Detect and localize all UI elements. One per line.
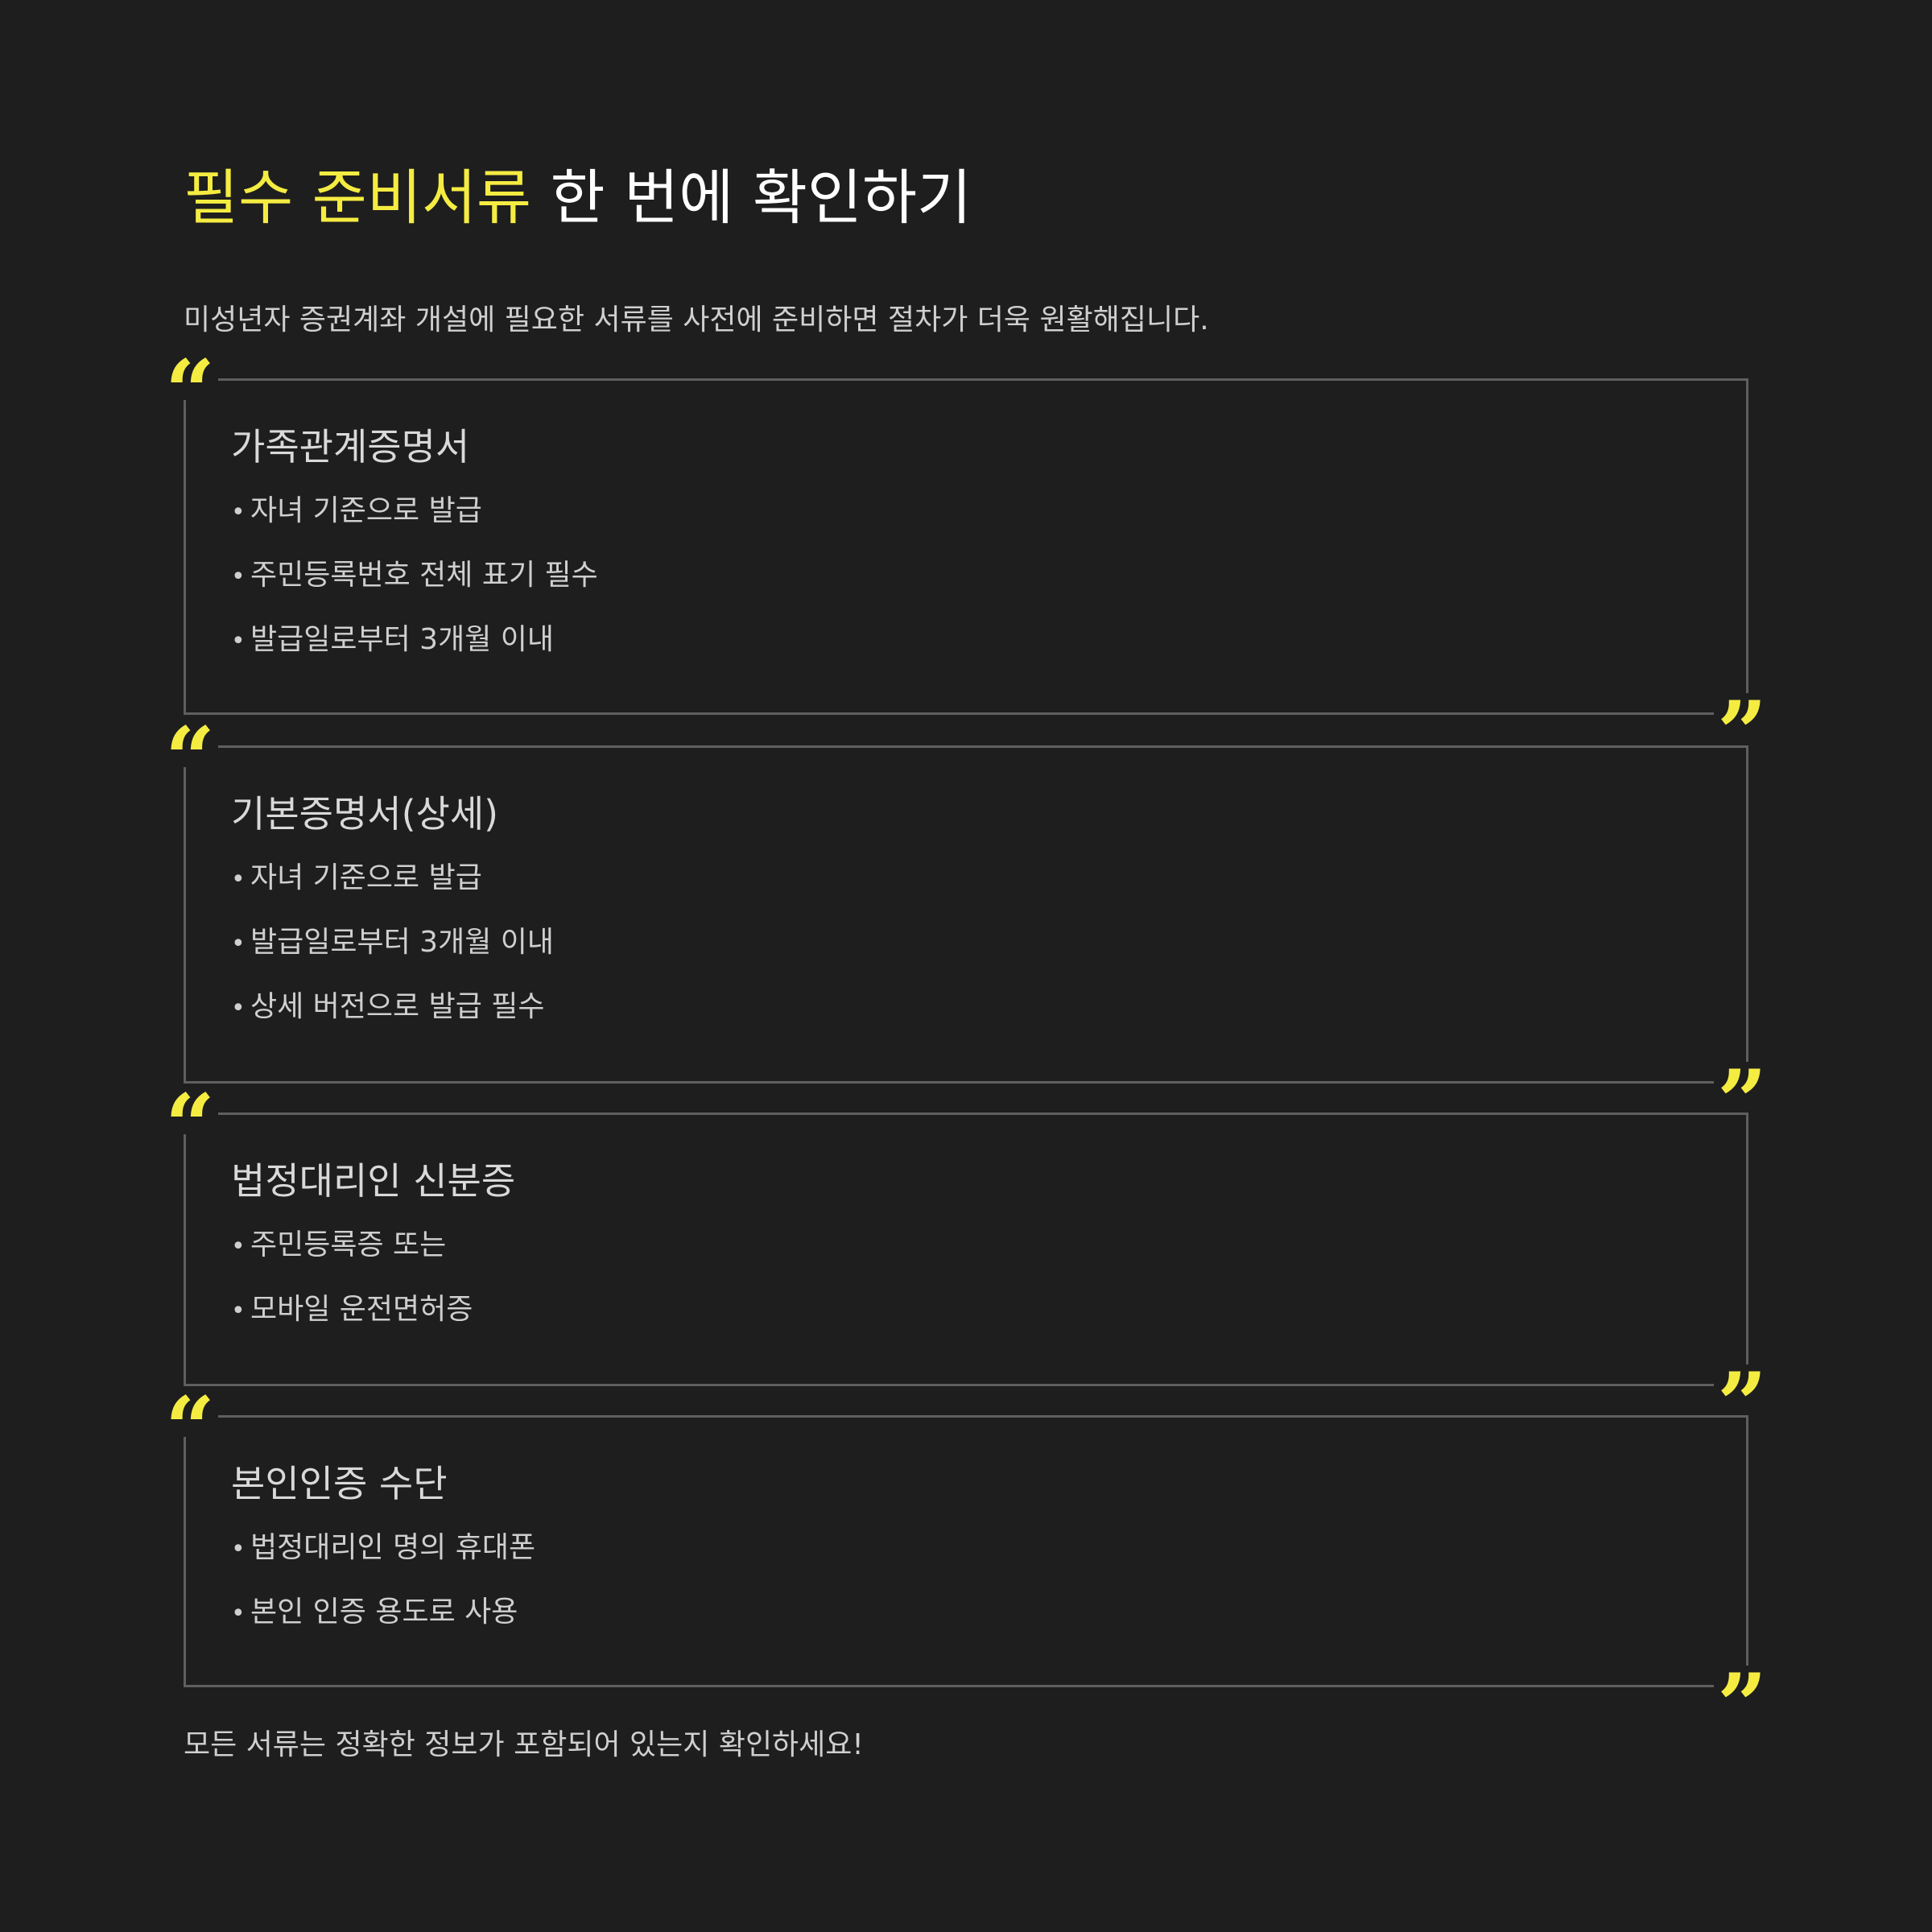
close-quote-icon: ” — [1714, 1666, 1770, 1714]
bullet-icon: • — [231, 994, 246, 1022]
card-title: 법정대리인 신분증 — [231, 1159, 516, 1203]
card-title: 기본증명서(상세) — [231, 792, 499, 836]
card-title: 본인인증 수단 — [231, 1462, 448, 1505]
list-item: •자녀 기준으로 발급 — [231, 857, 554, 922]
card-item-list: •법정대리인 명의 휴대폰 •본인 인증 용도로 사용 — [231, 1527, 535, 1656]
bullet-icon: • — [231, 1297, 246, 1325]
card-title: 가족관계증명서 — [231, 425, 470, 469]
card-item-list: •주민등록증 또는 •모바일 운전면허증 — [231, 1224, 473, 1353]
bullet-icon: • — [231, 1535, 246, 1563]
bullet-icon: • — [231, 930, 246, 958]
list-item: •주민등록증 또는 — [231, 1224, 473, 1289]
list-item: •상세 버전으로 발급 필수 — [231, 986, 554, 1051]
list-item: •주민등록번호 전체 표기 필수 — [231, 555, 598, 619]
bullet-icon: • — [231, 627, 246, 655]
open-quote-icon: “ — [162, 719, 218, 767]
close-quote-icon: ” — [1714, 693, 1770, 741]
card-item-list: •자녀 기준으로 발급 •발급일로부터 3개월 이내 •상세 버전으로 발급 필… — [231, 857, 554, 1051]
document-card-basic-certificate: “ 기본증명서(상세) •자녀 기준으로 발급 •발급일로부터 3개월 이내 •… — [162, 719, 1770, 1110]
list-item: •자녀 기준으로 발급 — [231, 490, 598, 555]
document-card-guardian-id: “ 법정대리인 신분증 •주민등록증 또는 •모바일 운전면허증 ” — [162, 1086, 1770, 1413]
footer-note: 모든 서류는 정확한 정보가 포함되어 있는지 확인하세요! — [184, 1728, 864, 1761]
bullet-icon: • — [231, 498, 246, 526]
open-quote-icon: “ — [162, 1389, 218, 1437]
list-item: •모바일 운전면허증 — [231, 1289, 473, 1353]
page-title-highlight: 필수 준비서류 — [184, 163, 532, 233]
page-subtitle: 미성년자 증권계좌 개설에 필요한 서류를 사전에 준비하면 절차가 더욱 원활… — [184, 303, 1209, 336]
page-title: 필수 준비서류 한 번에 확인하기 — [184, 158, 972, 238]
close-quote-icon: ” — [1714, 1364, 1770, 1413]
page-title-rest: 한 번에 확인하기 — [531, 163, 972, 233]
bullet-icon: • — [231, 1232, 246, 1261]
card-item-list: •자녀 기준으로 발급 •주민등록번호 전체 표기 필수 •발급일로부터 3개월… — [231, 490, 598, 683]
bullet-icon: • — [231, 1600, 246, 1628]
close-quote-icon: ” — [1714, 1062, 1770, 1110]
list-item: •법정대리인 명의 휴대폰 — [231, 1527, 535, 1591]
bullet-icon: • — [231, 563, 246, 591]
bullet-icon: • — [231, 865, 246, 894]
list-item: •발급일로부터 3개월 이내 — [231, 922, 554, 986]
document-card-identity-verification: “ 본인인증 수단 •법정대리인 명의 휴대폰 •본인 인증 용도로 사용 ” — [162, 1389, 1770, 1714]
document-card-family-relation: “ 가족관계증명서 •자녀 기준으로 발급 •주민등록번호 전체 표기 필수 •… — [162, 352, 1770, 741]
list-item: •본인 인증 용도로 사용 — [231, 1591, 535, 1656]
open-quote-icon: “ — [162, 352, 218, 400]
list-item: •발급일로부터 3개월 이내 — [231, 619, 598, 683]
open-quote-icon: “ — [162, 1086, 218, 1134]
